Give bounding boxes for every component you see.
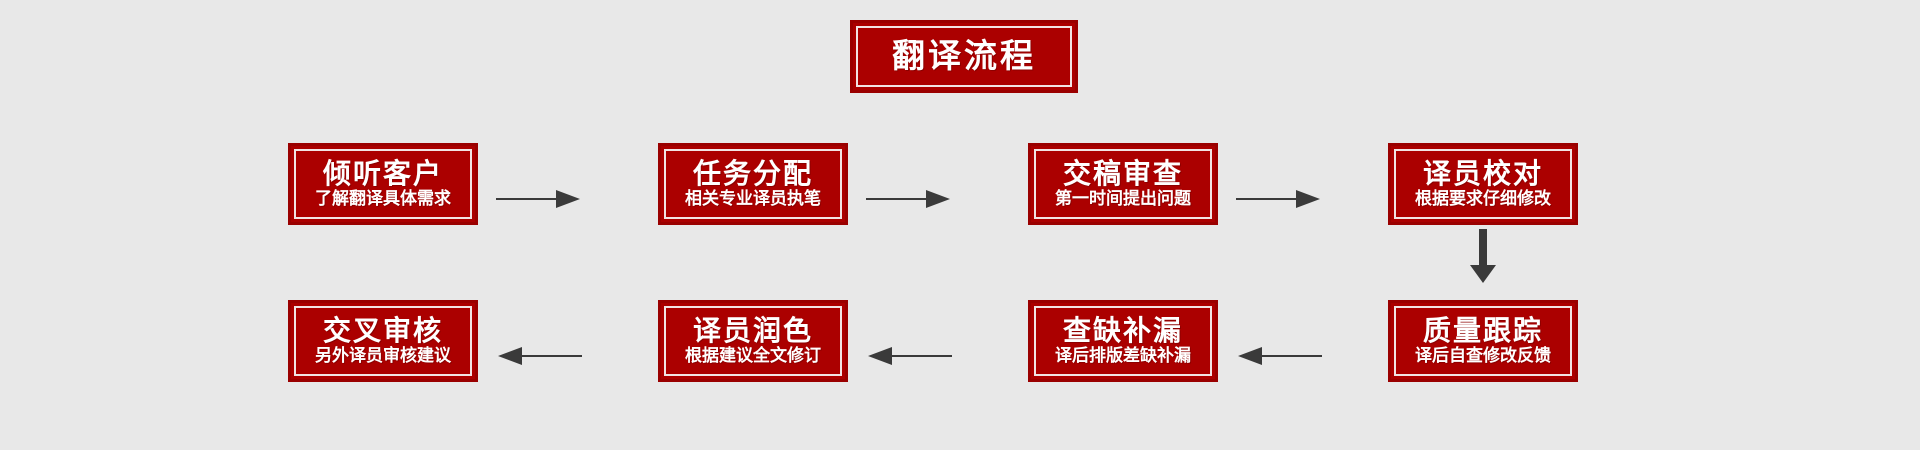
arrow-right-icon [494, 180, 584, 210]
arrow-left-icon [494, 337, 584, 367]
step-4-subtitle: 根据要求仔细修改 [1415, 189, 1551, 210]
arrow-right-icon [864, 180, 954, 210]
step-node-8-inner: 交叉审核 另外译员审核建议 [294, 306, 472, 376]
step-node-3-inner: 交稿审查 第一时间提出问题 [1034, 149, 1212, 219]
step-node-8[interactable]: 交叉审核 另外译员审核建议 [288, 300, 478, 382]
step-8-title: 交叉审核 [322, 313, 443, 347]
step-node-5-inner: 质量跟踪 译后自查修改反馈 [1394, 306, 1572, 376]
step-7-subtitle: 根据建议全文修订 [685, 346, 821, 367]
arrow-left-icon [1234, 337, 1324, 367]
step-6-title: 查缺补漏 [1062, 313, 1183, 347]
page-title: 翻译流程 [892, 36, 1036, 76]
step-node-7[interactable]: 译员润色 根据建议全文修订 [658, 300, 848, 382]
step-node-6[interactable]: 查缺补漏 译后排版差缺补漏 [1028, 300, 1218, 382]
step-3-subtitle: 第一时间提出问题 [1055, 189, 1191, 210]
step-6-subtitle: 译后排版差缺补漏 [1055, 346, 1191, 367]
step-node-6-inner: 查缺补漏 译后排版差缺补漏 [1034, 306, 1212, 376]
step-node-4[interactable]: 译员校对 根据要求仔细修改 [1388, 143, 1578, 225]
step-7-title: 译员润色 [692, 313, 813, 347]
step-3-title: 交稿审查 [1062, 156, 1183, 190]
step-node-2[interactable]: 任务分配 相关专业译员执笔 [658, 143, 848, 225]
step-2-subtitle: 相关专业译员执笔 [685, 189, 821, 210]
arrow-left-icon [864, 337, 954, 367]
step-5-title: 质量跟踪 [1422, 313, 1543, 347]
step-node-1[interactable]: 倾听客户 了解翻译具体需求 [288, 143, 478, 225]
step-node-3[interactable]: 交稿审查 第一时间提出问题 [1028, 143, 1218, 225]
flowchart-title-box: 翻译流程 [850, 20, 1078, 93]
step-1-subtitle: 了解翻译具体需求 [315, 189, 451, 210]
step-node-4-inner: 译员校对 根据要求仔细修改 [1394, 149, 1572, 219]
step-1-title: 倾听客户 [322, 156, 443, 190]
step-2-title: 任务分配 [692, 156, 813, 190]
step-node-2-inner: 任务分配 相关专业译员执笔 [664, 149, 842, 219]
step-5-subtitle: 译后自查修改反馈 [1415, 346, 1551, 367]
step-8-subtitle: 另外译员审核建议 [315, 346, 451, 367]
arrow-down-icon [1466, 229, 1500, 285]
step-node-7-inner: 译员润色 根据建议全文修订 [664, 306, 842, 376]
arrow-right-icon [1234, 180, 1324, 210]
title-box-inner: 翻译流程 [856, 26, 1072, 87]
step-node-5[interactable]: 质量跟踪 译后自查修改反馈 [1388, 300, 1578, 382]
step-node-1-inner: 倾听客户 了解翻译具体需求 [294, 149, 472, 219]
step-4-title: 译员校对 [1422, 156, 1543, 190]
